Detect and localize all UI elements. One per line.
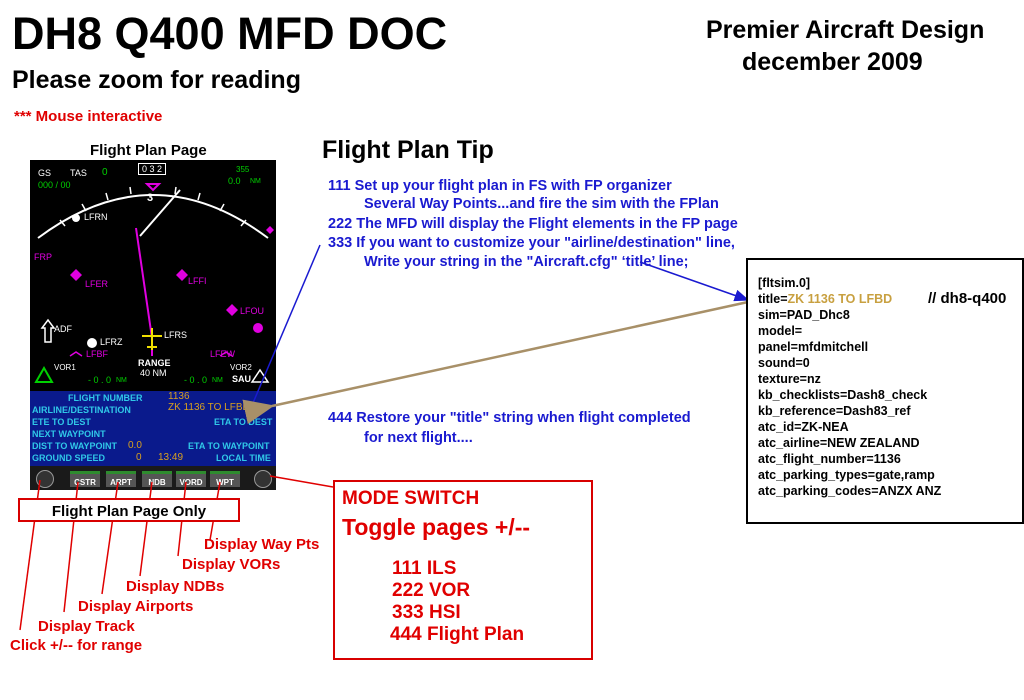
callout-way-pts: Display Way Pts (204, 536, 320, 553)
vor1-label: VOR1 (54, 363, 76, 372)
cfg-line: atc_parking_codes=ANZX ANZ (758, 484, 942, 498)
arpt-button[interactable]: ARPT (106, 471, 136, 487)
waypoint-label: LFOU (240, 306, 265, 316)
local-time-value: 13:49 (158, 452, 184, 463)
brand-name: Premier Aircraft Design (706, 16, 985, 44)
cfg-line: atc_id=ZK-NEA (758, 420, 849, 434)
mode-item: 222 VOR (392, 580, 471, 601)
vor1-distance: - 0 . 0 (88, 375, 112, 385)
vor2-label: VOR2 (230, 363, 252, 372)
waypoint-label: LFEW (210, 349, 236, 359)
tip-title: Flight Plan Tip (322, 136, 494, 164)
flight-number-label: FLIGHT NUMBER (68, 393, 143, 403)
vor1-distance-unit: NM (116, 377, 127, 384)
flight-info-panel: FLIGHT NUMBER 1136 AIRLINE/DESTINATION Z… (30, 391, 276, 475)
next-waypoint-label: NEXT WAYPOINT (32, 429, 106, 439)
ground-speed-label: GROUND SPEED (32, 453, 106, 463)
waypoint-label: LFRS (164, 330, 188, 340)
heading-mark: 3 (147, 192, 154, 204)
mode-switch-subtitle: Toggle pages +/-- (342, 514, 531, 540)
frp-label: FRP (34, 252, 52, 262)
cfg-line: sim=PAD_Dhc8 (758, 308, 850, 322)
tip-line: 333 If you want to customize your "airli… (328, 235, 735, 251)
waypoint-label: LFRZ (100, 337, 123, 347)
eta-waypoint-label: ETA TO WAYPOINT (188, 441, 270, 451)
dist-waypoint-value: 0.0 (128, 440, 142, 451)
cfg-line: atc_airline=NEW ZEALAND (758, 436, 920, 450)
cfg-line: atc_parking_types=gate,ramp (758, 468, 935, 482)
mode-item: 111 ILS (392, 558, 457, 579)
mouse-note: *** Mouse interactive (14, 108, 163, 125)
cfg-title-value: ZK 1136 TO LFBD (787, 292, 893, 306)
ete-label: ETE TO DEST (32, 417, 91, 427)
mfd-button-bar: CSTR ARPT NDB VORD WPT (30, 466, 276, 490)
mode-item: 333 HSI (392, 602, 461, 623)
airline-value: ZK 1136 TO LFBD (168, 402, 250, 413)
flight-number-value: 1136 (168, 391, 190, 402)
gs-label: GS (38, 168, 52, 178)
gs-tas-value: 000 / 00 (38, 180, 71, 190)
mode-switch-box (333, 480, 593, 660)
page-title: DH8 Q400 MFD DOC (12, 8, 448, 59)
tip-line: Several Way Points...and fire the sim wi… (364, 196, 719, 212)
cfg-line: kb_checklists=Dash8_check (758, 388, 928, 402)
waypoint-label: LFER (85, 279, 109, 289)
tip-line: Write your string in the "Aircraft.cfg" … (364, 254, 689, 270)
mode-switch-knob[interactable] (254, 470, 272, 488)
adf-label: ADF (54, 324, 72, 334)
page-subtitle: Please zoom for reading (12, 66, 301, 94)
mode-switch-title: MODE SWITCH (342, 488, 480, 509)
vord-button[interactable]: VORD (176, 471, 206, 487)
cfg-line: texture=nz (758, 372, 821, 386)
cfg-comment: // dh8-q400 (928, 290, 1007, 307)
cfg-line: kb_reference=Dash83_ref (758, 404, 911, 418)
mfd-display: GS TAS 0 000 / 00 0 3 2 3 355 0.0 NM LFR… (30, 160, 276, 490)
ground-speed-value: 0 (136, 452, 142, 463)
right-top-value: 355 (236, 165, 250, 174)
callout-range: Click +/-- for range (10, 637, 143, 654)
tip-line: 444 Restore your "title" string when fli… (328, 410, 691, 426)
cfg-line: atc_flight_number=1136 (758, 452, 901, 466)
flight-plan-page-only-label: Flight Plan Page Only (18, 498, 240, 522)
ndb-button[interactable]: NDB (142, 471, 172, 487)
cfg-title-line: title=ZK 1136 TO LFBD (758, 292, 892, 306)
callout-ndbs: Display NDBs (126, 578, 225, 595)
wpt-button[interactable]: WPT (210, 471, 240, 487)
range-value: 40 NM (140, 368, 167, 378)
right-distance: 0.0 (228, 176, 241, 186)
callout-track: Display Track (38, 618, 135, 635)
cfg-line: sound=0 (758, 356, 810, 370)
map-display (34, 183, 274, 383)
tip-line: 111 Set up your flight plan in FS with F… (328, 178, 672, 194)
sau-label: SAU (232, 374, 252, 384)
aircraft-cfg-box (746, 258, 1024, 524)
range-knob[interactable] (36, 470, 54, 488)
tip-line: for next flight.... (364, 430, 473, 446)
vor2-distance-unit: NM (212, 377, 223, 384)
waypoint-label: LFFI (188, 276, 207, 286)
airline-label: AIRLINE/DESTINATION (32, 405, 131, 415)
tip-line: 222 The MFD will display the Flight elem… (328, 216, 738, 232)
tas-label: TAS (70, 168, 87, 178)
cfg-line: model= (758, 324, 803, 338)
heading-readout: 0 3 2 (138, 163, 167, 175)
range-label: RANGE (138, 358, 171, 368)
cfg-title-key: title= (758, 292, 788, 306)
right-distance-unit: NM (250, 178, 261, 185)
callout-vors: Display VORs (182, 556, 281, 573)
dist-waypoint-label: DIST TO WAYPOINT (32, 441, 118, 451)
cfg-line: panel=mfdmitchell (758, 340, 869, 354)
tas-value: 0 (102, 167, 108, 178)
waypoint-label: LFBF (86, 349, 109, 359)
callout-airports: Display Airports (78, 598, 194, 615)
mfd-label: Flight Plan Page (90, 142, 207, 159)
mode-item: 444 Flight Plan (390, 624, 525, 645)
local-time-label: LOCAL TIME (216, 453, 271, 463)
vor2-distance: - 0 . 0 (184, 375, 208, 385)
cfg-line: [fltsim.0] (758, 276, 811, 290)
waypoint-label: LFRN (84, 212, 108, 222)
brand-date: december 2009 (742, 48, 923, 76)
